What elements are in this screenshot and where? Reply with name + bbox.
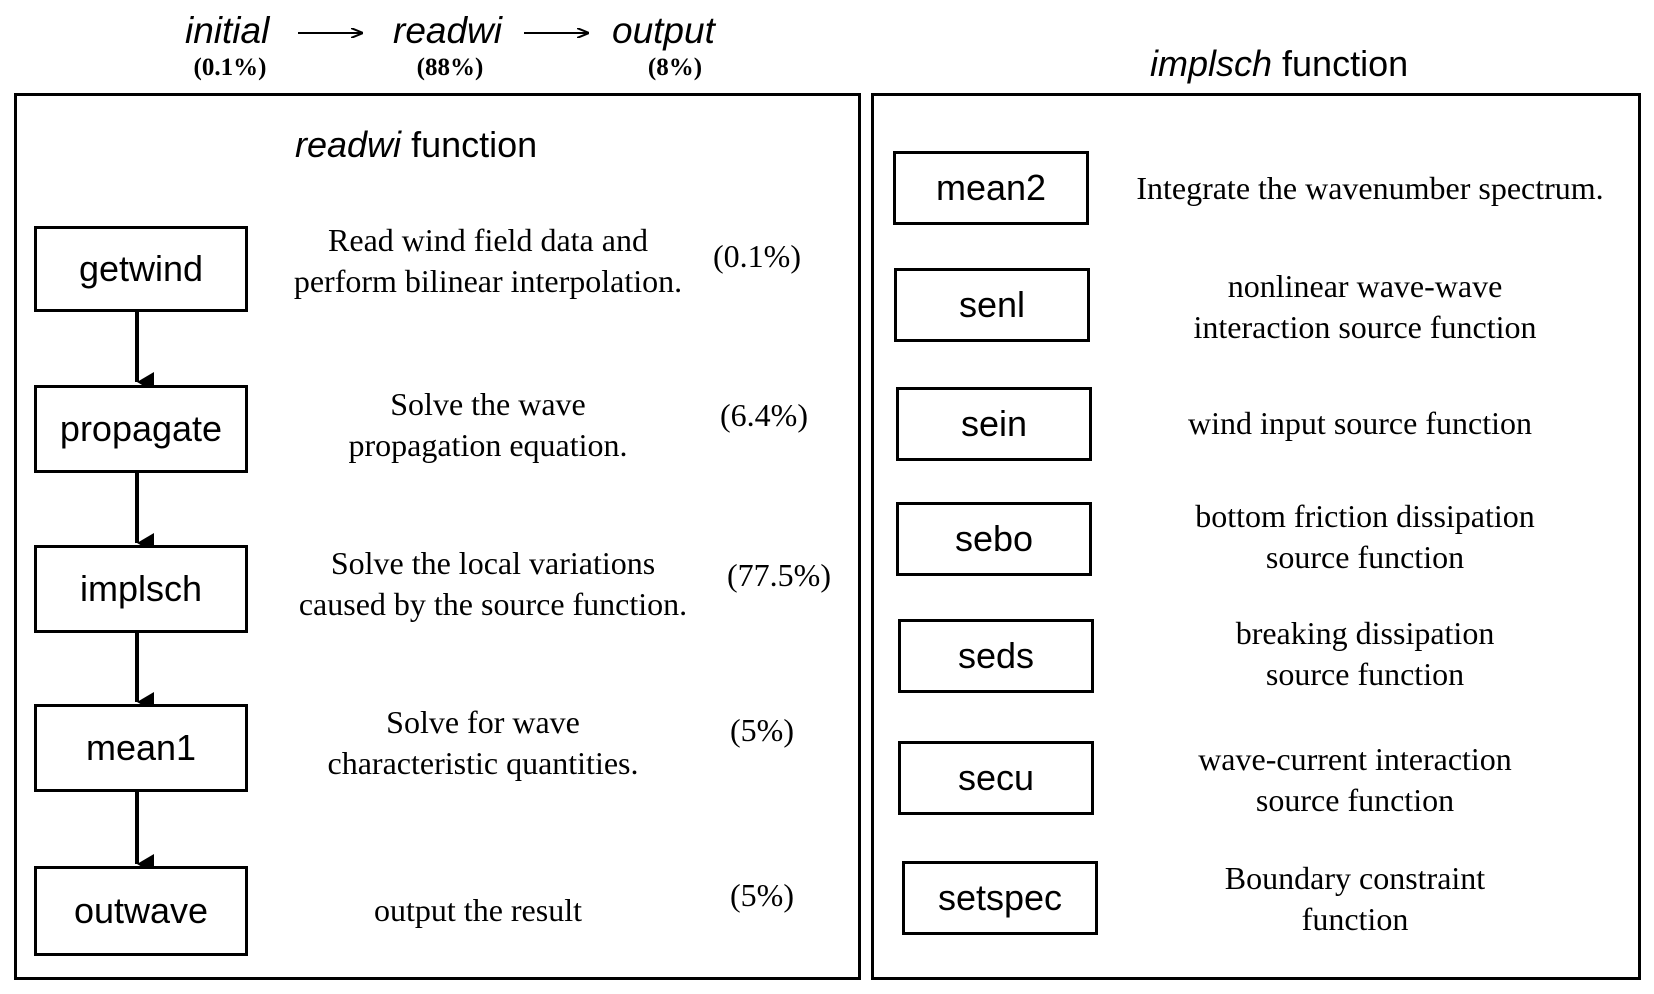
secu-desc-line-2: source function [1255,782,1455,818]
pipeline-step-output: output [612,10,715,51]
outwave-box: outwave [34,866,248,956]
getwind-desc-line-2: perform bilinear interpolation. [293,263,683,299]
getwind-desc-line-1: Read wind field data and [328,222,648,258]
implsch-description: Solve the local variations caused by the… [268,543,718,625]
readwi-panel [14,93,861,980]
propagate-description: Solve the wave propagation equation. [268,384,708,466]
senl-desc-line-2: interaction source function [1193,309,1537,345]
pipeline-pct-initial: (0.1%) [193,54,267,81]
sein-description: wind input source function [1110,403,1610,444]
senl-box: senl [894,268,1090,342]
setspec-desc-line-2: function [1301,901,1409,937]
senl-description: nonlinear wave-wave interaction source f… [1110,266,1620,348]
pipeline-step-readwi: readwi [393,10,502,51]
outwave-percentage: (5%) [730,877,794,913]
propagate-box: propagate [34,385,248,473]
getwind-percentage: (0.1%) [713,238,801,274]
sebo-desc-line-2: source function [1265,539,1465,575]
mean1-desc-line-1: Solve for wave [386,704,580,740]
mean2-description: Integrate the wavenumber spectrum. [1110,168,1630,209]
setspec-desc-line-1: Boundary constraint [1224,860,1486,896]
setspec-box: setspec [902,861,1098,935]
sebo-desc-line-1: bottom friction dissipation [1195,498,1535,534]
sein-desc-line-1: wind input source function [1188,405,1532,441]
secu-box: secu [898,741,1094,815]
mean1-percentage: (5%) [730,712,794,748]
pipeline-step-initial: initial [185,10,270,51]
left-panel-title-rest: function [401,124,538,165]
mean1-desc-line-2: characteristic quantities. [327,745,639,781]
sebo-description: bottom friction dissipation source funct… [1110,496,1620,578]
outwave-description: output the result [268,890,688,931]
left-panel-title-italic: readwi [295,124,402,165]
propagate-percentage: (6.4%) [720,397,808,433]
outwave-desc-line-1: output the result [374,892,582,928]
seds-description: breaking dissipation source function [1110,613,1620,695]
right-panel-title-rest: function [1272,43,1409,84]
implsch-desc-line-2: caused by the source function. [298,586,688,622]
senl-desc-line-1: nonlinear wave-wave [1227,268,1503,304]
getwind-description: Read wind field data and perform bilinea… [268,220,708,302]
propagate-desc-line-1: Solve the wave [390,386,586,422]
mean1-box: mean1 [34,704,248,792]
seds-desc-line-2: source function [1265,656,1465,692]
pipeline-pct-readwi: (88%) [416,54,484,81]
mean2-box: mean2 [893,151,1089,225]
seds-desc-line-1: breaking dissipation [1235,615,1495,651]
sein-box: sein [896,387,1092,461]
right-panel-title-italic: implsch [1150,43,1273,84]
implsch-box: implsch [34,545,248,633]
right-panel-title: implsch function [1150,43,1408,85]
secu-description: wave-current interaction source function [1110,739,1600,821]
mean1-description: Solve for wave characteristic quantities… [268,702,698,784]
secu-desc-line-1: wave-current interaction [1198,741,1512,777]
left-panel-title: readwi function [295,124,537,166]
propagate-desc-line-2: propagation equation. [348,427,628,463]
mean2-desc-line-1: Integrate the wavenumber spectrum. [1136,170,1604,206]
getwind-box: getwind [34,226,248,312]
implsch-percentage: (77.5%) [727,557,831,593]
sebo-box: sebo [896,502,1092,576]
pipeline-pct-output: (8%) [647,54,703,81]
implsch-desc-line-1: Solve the local variations [330,545,656,581]
seds-box: seds [898,619,1094,693]
setspec-description: Boundary constraint function [1110,858,1600,940]
implsch-panel [871,93,1641,980]
